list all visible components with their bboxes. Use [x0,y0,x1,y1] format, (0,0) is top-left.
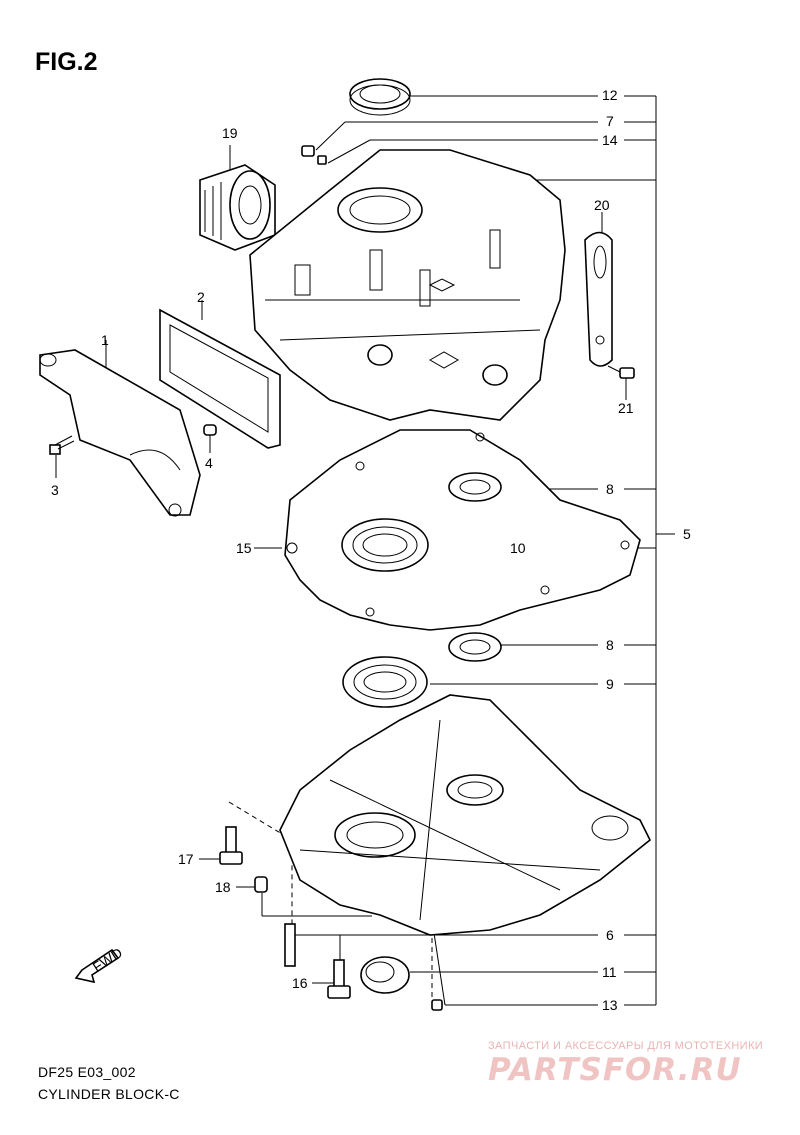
callout-15: 15 [236,540,252,556]
watermark-tagline: ЗАПЧАСТИ И АКСЕССУАРЫ ДЛЯ МОТОТЕХНИКИ [488,1040,764,1052]
callout-7: 7 [606,113,614,129]
oil-seal-11 [360,956,410,994]
bolt-3 [49,435,75,455]
oil-seal-12 [349,78,411,116]
callout-9: 9 [606,676,614,692]
callout-labels: 12 7 14 19 20 2 1 21 4 3 8 5 15 10 8 9 1… [51,87,691,1013]
callout-3: 3 [51,482,59,498]
callout-18: 18 [215,879,231,895]
bracket-1 [39,349,201,517]
bolt-17 [219,826,243,865]
watermark-logo: PARTSFOR.RU [488,1052,742,1088]
plug-7-14 [301,145,327,165]
callout-21: 21 [618,400,634,416]
right-bracket [520,95,675,1006]
bearing-8-upper [448,472,502,502]
fwd-label: FWD [90,944,125,975]
bolt-21 [607,365,635,379]
bolt-16 [327,959,351,999]
callout-12: 12 [602,87,618,103]
bearing-9 [342,656,428,708]
dowel-pin-18 [254,876,268,893]
cylinder-block-upper [249,149,566,421]
callout-11: 11 [602,964,617,980]
plug-13 [431,999,443,1011]
figure-code: DF25 E03_002 [38,1064,136,1080]
callout-8a: 8 [606,481,614,497]
callout-13: 13 [602,997,618,1013]
stud [284,923,296,967]
figure-title: FIG.2 [35,48,98,76]
callout-1: 1 [101,332,109,348]
gasket-15 [284,429,641,631]
callout-6: 6 [606,927,614,943]
figure-name: CYLINDER BLOCK-C [38,1086,180,1102]
gasket-2 [159,308,281,449]
callout-2: 2 [197,289,205,305]
callout-14: 14 [602,132,618,148]
bearing-10 [341,518,429,572]
callout-4: 4 [205,455,213,471]
callout-19: 19 [222,125,238,141]
callout-10: 10 [510,540,526,556]
callout-17: 17 [178,851,194,867]
pin-4 [203,424,217,436]
oil-filter-19 [199,164,276,251]
crankcase-6 [279,694,652,936]
callout-8b: 8 [606,637,614,653]
fwd-arrow-icon: FWD [74,944,125,984]
callout-5: 5 [683,526,691,542]
callout-20: 20 [594,197,610,213]
callout-16: 16 [292,975,308,991]
bearing-8-lower [448,632,502,662]
bracket-20 [584,231,613,367]
